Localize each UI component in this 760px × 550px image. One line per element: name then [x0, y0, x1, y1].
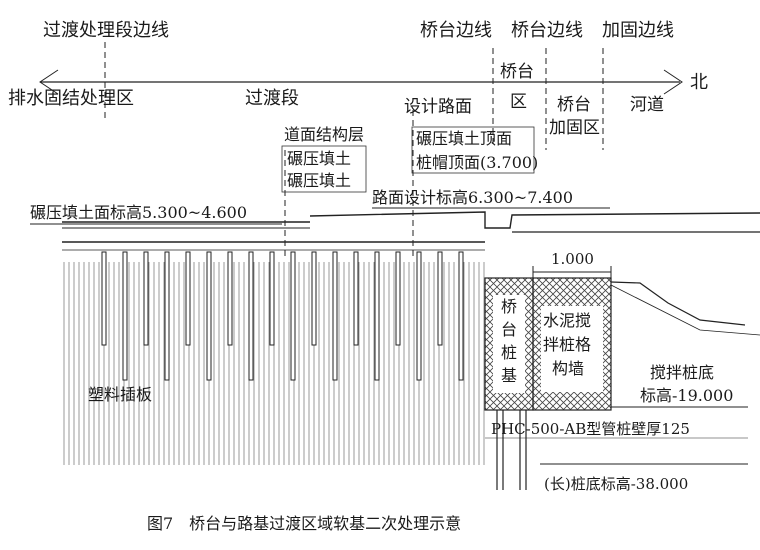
- transition-pile: [374, 251, 380, 381]
- label-abutment-pile-3: 桩: [501, 343, 518, 362]
- left-arrow-mark: [39, 69, 59, 95]
- pile-cap-box: [411, 126, 535, 174]
- label-compacted-fill-2: 碾压填土: [287, 171, 352, 190]
- label-abutment-zone-bottom: 区: [510, 92, 527, 112]
- figure-caption: 图7 桥台与路基过渡区域软基二次处理示意: [147, 514, 462, 533]
- transition-pile: [458, 251, 464, 381]
- right-arrow-mark: [663, 69, 683, 95]
- transition-pile: [290, 251, 296, 381]
- label-pile-cap-top: 桩帽顶面(3.700): [416, 153, 539, 172]
- label-abutment-reinforce-bottom: 加固区: [549, 118, 600, 138]
- label-long-pile-bottom: (长)桩底标高-38.000: [544, 475, 689, 493]
- label-design-road: 设计路面: [404, 97, 472, 117]
- transition-pile: [416, 251, 422, 381]
- label-north: 北: [690, 72, 708, 93]
- transition-pile: [332, 251, 338, 381]
- label-drain-zone: 排水固结处理区: [8, 88, 134, 109]
- transition-pile: [311, 251, 317, 346]
- label-abutment-edge-1: 桥台边线: [420, 20, 492, 41]
- label-fill-elevation: 碾压填土面标高5.300~4.600: [30, 203, 248, 222]
- riverbed-slope: [610, 284, 760, 336]
- label-transition-section: 过渡段: [245, 88, 299, 109]
- transition-pile: [122, 251, 128, 381]
- label-dim-1000: 1.000: [551, 250, 594, 268]
- label-mixing-bottom-1: 搅拌桩底: [650, 363, 715, 382]
- transition-piles: [101, 251, 464, 381]
- label-pavement-layer: 道面结构层: [284, 125, 365, 144]
- transition-pile: [206, 251, 212, 381]
- label-transition-edge: 过渡处理段边线: [43, 20, 169, 41]
- transition-pile: [164, 251, 170, 381]
- transition-pile: [437, 251, 443, 346]
- label-mixing-bottom-2: 标高-19.000: [640, 386, 734, 405]
- transition-pile: [248, 251, 254, 381]
- label-abutment-pile-1: 桥: [501, 297, 518, 316]
- label-road-elevation: 路面设计标高6.300~7.400: [372, 188, 574, 207]
- label-compacted-fill-top: 碾压填土顶面: [416, 129, 513, 148]
- label-reinforce-edge: 加固边线: [602, 20, 674, 41]
- transition-pile: [185, 251, 191, 346]
- transition-pile: [353, 251, 359, 346]
- transition-pile: [395, 251, 401, 346]
- mixing-wall-label-bg: [541, 306, 603, 392]
- label-abutment-pile-2: 台: [501, 320, 518, 339]
- label-river: 河道: [630, 95, 664, 115]
- label-abutment-reinforce-top: 桥台: [557, 95, 591, 115]
- label-abutment-pile-4: 基: [501, 366, 518, 385]
- transition-pile: [269, 251, 275, 346]
- abutment-pile-block-label-bg: [493, 295, 525, 393]
- label-abutment-zone-top: 桥台: [500, 62, 534, 82]
- label-abutment-edge-2: 桥台边线: [511, 20, 583, 41]
- transition-pile: [227, 251, 233, 346]
- river-bank: [610, 281, 746, 326]
- label-compacted-fill-1: 碾压填土: [287, 149, 352, 168]
- label-plastic-drain-board: 塑料插板: [88, 385, 153, 404]
- label-mixing-wall-3: 构墙: [552, 359, 585, 378]
- transition-pile: [143, 251, 149, 346]
- drain-boards: [63, 262, 485, 465]
- label-mixing-wall-2: 拌桩格: [543, 335, 592, 354]
- transition-pile: [101, 251, 107, 346]
- compacted-fill-box: [281, 145, 367, 193]
- label-phc-pile: PHC-500-AB型管桩壁厚125: [491, 420, 690, 438]
- label-mixing-wall-1: 水泥搅: [543, 311, 592, 330]
- road-ramp: [309, 211, 760, 229]
